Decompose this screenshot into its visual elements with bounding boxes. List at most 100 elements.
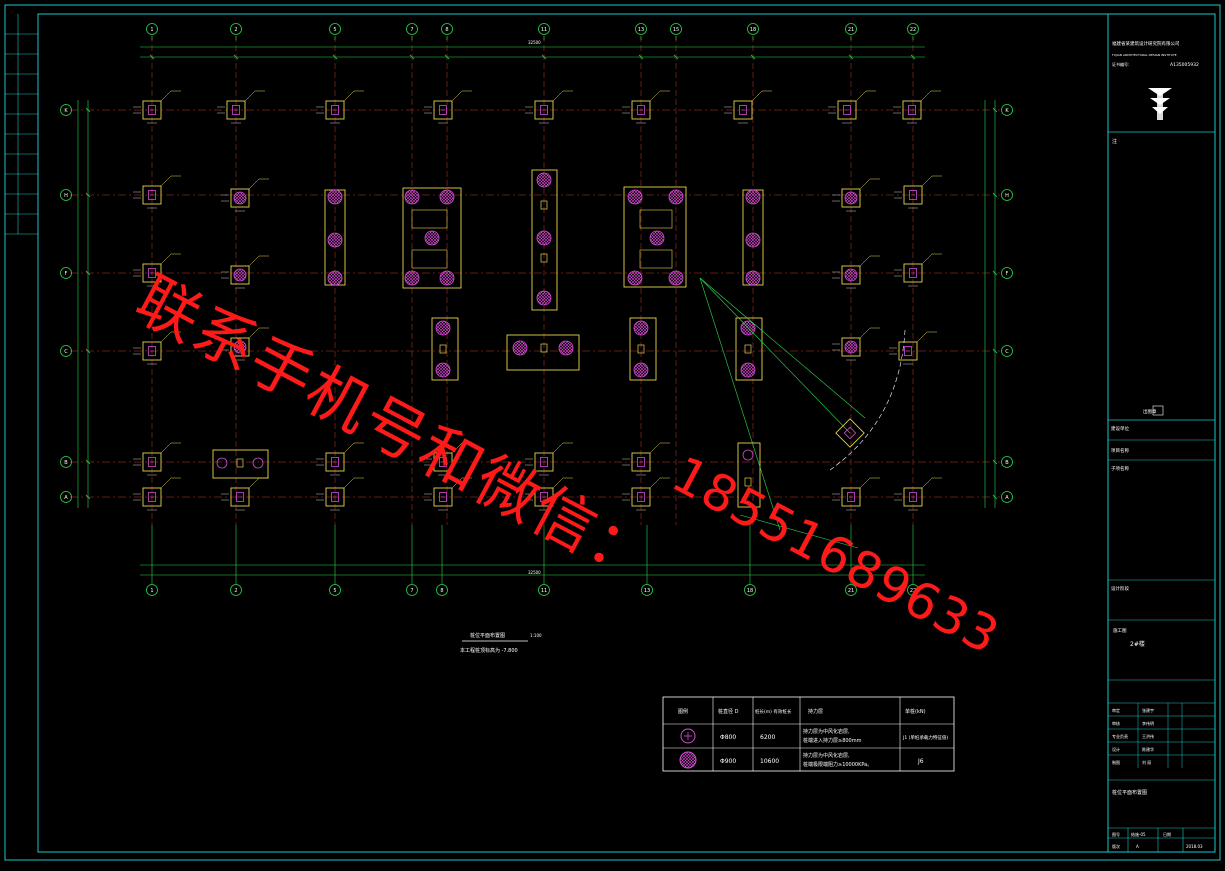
legend-header-dia: 桩直径 D <box>718 708 739 715</box>
pile-group-cap <box>629 317 657 381</box>
axis-label-bottom: 2 <box>234 588 237 594</box>
legend-header-len: 桩长(m) 有效桩长 <box>755 708 792 715</box>
date-value: 2018.03 <box>1186 844 1203 849</box>
legend-header-symbol: 图例 <box>678 708 688 715</box>
pile-cap <box>316 477 364 511</box>
stage-value: 施工图 <box>1113 627 1127 634</box>
project-label: 项目名称 <box>1111 447 1129 454</box>
pile-cap <box>724 90 772 124</box>
pile-cross-icon <box>680 728 696 744</box>
axis-bubble-right <box>1001 267 1013 279</box>
axis-bubble-right <box>1001 345 1013 357</box>
role-name: 刘 丽 <box>1142 759 1151 765</box>
version-value: A <box>1136 844 1139 849</box>
company-name-en: FUJIAN ARCHITECTURAL DESIGN INSTITUTE <box>1112 53 1177 57</box>
pile-cap <box>316 442 364 476</box>
axis-label-right: B <box>1005 460 1009 466</box>
axis-bubble-bottom <box>436 584 448 596</box>
axis-bubble-top <box>845 23 857 35</box>
legend-row2-dia: Φ900 <box>720 758 736 765</box>
axis-bubble-bottom <box>146 584 158 596</box>
legend-header-cap: 单桩(kN) <box>905 708 926 715</box>
legend-row1-cap: J1 (单桩承载力特征值) <box>902 734 948 741</box>
axis-label-top: 1 <box>150 27 153 33</box>
pile-cap <box>133 253 181 287</box>
axis-bubble-right <box>1001 456 1013 468</box>
axis-bubble-left <box>60 345 72 357</box>
pile-group-cap <box>737 442 761 508</box>
axis-label-bottom: 21 <box>848 588 854 594</box>
pile-cap <box>893 90 941 124</box>
pile-cap <box>133 175 181 209</box>
pile-cap <box>525 442 573 476</box>
pile-cap <box>832 327 880 361</box>
pile-group-cap <box>623 186 687 288</box>
axis-bubble-top <box>538 23 550 35</box>
role-label: 制图 <box>1112 759 1120 765</box>
pile-cap <box>221 327 269 361</box>
pile-cap <box>622 442 670 476</box>
axis-label-left: K <box>64 108 68 114</box>
axis-bubble-top <box>146 23 158 35</box>
note-label: 注 <box>1112 138 1117 145</box>
pile-cap <box>832 178 880 212</box>
pile-cap <box>828 90 876 124</box>
role-label: 设计 <box>1112 746 1120 752</box>
pile-cap <box>424 90 472 124</box>
pile-legend-table: 图例 桩直径 D 桩长(m) 有效桩长 持力层 单桩(kN) Φ800 6200… <box>662 696 955 772</box>
overall-dim-bottom: 32500 <box>528 570 541 575</box>
subitem-label: 子项名称 <box>1111 465 1129 472</box>
axis-label-bottom: 5 <box>333 588 336 594</box>
subitem-value: 2#楼 <box>1130 640 1145 648</box>
legend-row1-dia: Φ800 <box>720 734 736 741</box>
axis-label-bottom: 13 <box>644 588 650 594</box>
overall-dim-top: 32500 <box>528 40 541 45</box>
sheet-no-label: 图号 <box>1112 831 1120 837</box>
date-label: 日期 <box>1163 831 1171 837</box>
axis-bubble-right <box>1001 104 1013 116</box>
axis-label-top: 15 <box>673 27 679 33</box>
pile-cap <box>894 477 942 511</box>
legend-row2-desc2: 桩端极限端阻力≥10000KPa。 <box>803 761 872 768</box>
pile-cap <box>525 477 573 511</box>
version-label: 版次 <box>1112 843 1120 849</box>
axis-label-bottom: 11 <box>541 588 547 594</box>
pile-cap <box>832 477 880 511</box>
stamp-label: 出图章 <box>1143 408 1157 415</box>
pile-cap <box>424 442 472 476</box>
axis-label-bottom: 8 <box>440 588 443 594</box>
axis-label-right: A <box>1005 495 1009 501</box>
stage-label: 设计阶段 <box>1111 585 1129 592</box>
inner-frame <box>37 13 1216 853</box>
axis-label-top: 2 <box>234 27 237 33</box>
axis-bubble-bottom <box>230 584 242 596</box>
binding-strip <box>5 14 38 235</box>
role-label: 审定 <box>1112 707 1120 713</box>
axis-bubble-top <box>907 23 919 35</box>
pile-cap <box>133 477 181 511</box>
pile-cap <box>525 90 573 124</box>
role-name: 张建宇 <box>1142 707 1154 713</box>
outer-frame <box>4 4 1221 861</box>
arc-edge <box>829 329 906 471</box>
pile-group-cap <box>402 187 462 289</box>
axis-label-left: F <box>65 271 68 277</box>
axis-label-left: A <box>64 495 68 501</box>
pile-cap <box>832 255 880 289</box>
pile-cap <box>133 442 181 476</box>
axis-bubble-top <box>441 23 453 35</box>
axis-label-right: C <box>1005 349 1009 355</box>
drawing-caption-scale: 1:100 <box>530 633 542 638</box>
axis-bubble-top <box>747 23 759 35</box>
axis-bubble-bottom <box>538 584 550 596</box>
axis-label-left: H <box>64 193 68 199</box>
legend-row2-cap: J6 <box>917 758 924 765</box>
axis-bubble-bottom <box>845 584 857 596</box>
axis-label-right: F <box>1006 271 1009 277</box>
role-name: 王洪伟 <box>1142 733 1154 739</box>
pile-cap <box>889 331 937 365</box>
company-logo <box>1148 88 1172 120</box>
axis-label-bottom: 7 <box>410 588 413 594</box>
legend-row1-desc2: 桩端进入持力层≥800mm <box>803 737 862 744</box>
